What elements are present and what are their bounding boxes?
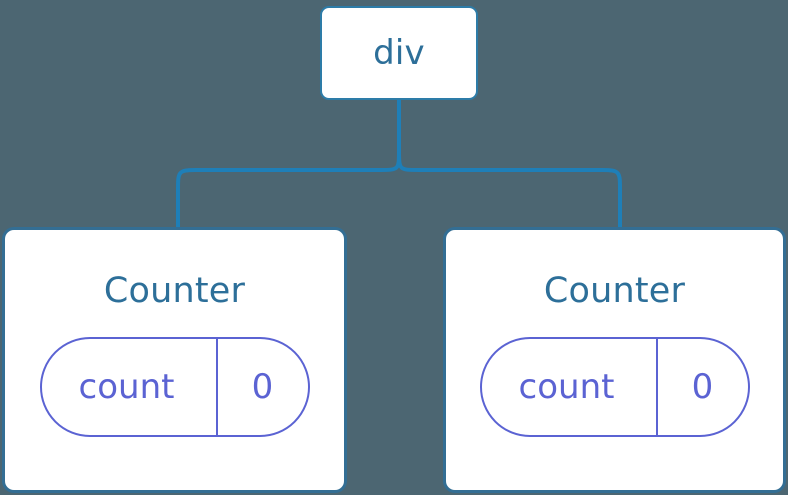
state-value-label: 0	[215, 339, 308, 435]
edge-root-to-right-child	[397, 98, 622, 231]
component-title: Counter	[543, 271, 686, 311]
state-pill[interactable]: count 0	[39, 337, 310, 437]
state-key-label: count	[518, 367, 615, 407]
root-node-label: div	[373, 33, 425, 73]
root-node-div[interactable]: div	[320, 6, 478, 100]
component-card-counter-1[interactable]: Counter count 0	[2, 227, 347, 493]
state-pill[interactable]: count 0	[479, 337, 750, 437]
state-value-label: 0	[655, 339, 748, 435]
state-key-label: count	[78, 367, 175, 407]
component-card-counter-2[interactable]: Counter count 0	[443, 227, 786, 493]
component-title: Counter	[103, 271, 246, 311]
edge-root-to-left-child	[176, 98, 401, 231]
